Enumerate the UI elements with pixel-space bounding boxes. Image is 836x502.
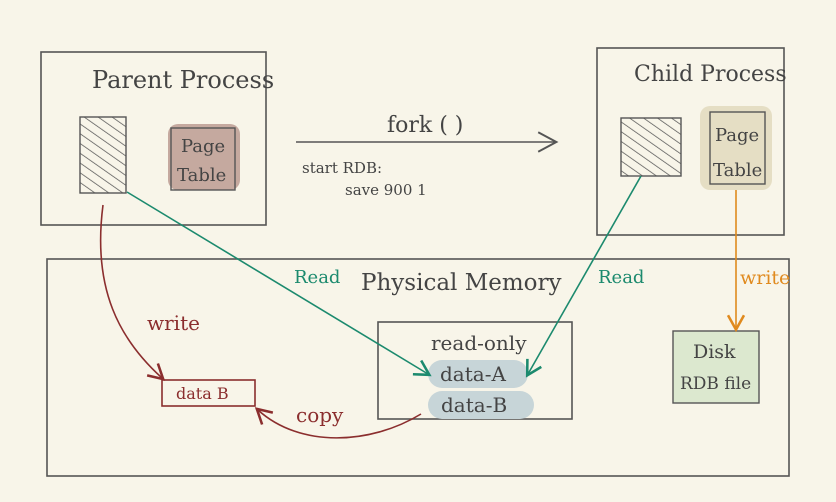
child-page-table-line2: Table — [713, 160, 762, 181]
parent-write-arrow — [99, 204, 166, 381]
physical-memory-title: Physical Memory — [361, 270, 562, 296]
data-a-pill — [428, 360, 528, 388]
fork-label: fork ( ) — [387, 113, 463, 138]
data-a-label: data-A — [440, 362, 506, 386]
copy-label: copy — [296, 403, 344, 427]
child-read-label: Read — [598, 267, 644, 288]
child-process-box: Child Process Page Table — [596, 47, 787, 236]
parent-process-title: Parent Process — [92, 66, 274, 94]
parent-page-table-line1: Page — [181, 136, 225, 157]
parent-read-label: Read — [294, 267, 340, 288]
fork-section: fork ( ) start RDB: save 900 1 — [296, 113, 559, 199]
disk-rdb-file: Disk RDB file — [672, 330, 760, 404]
parent-write-label: write — [147, 311, 200, 335]
fork-command-2: save 900 1 — [345, 181, 427, 199]
parent-read-arrow — [126, 191, 432, 377]
copy-arrow — [254, 407, 422, 439]
child-hatched-block — [620, 117, 682, 177]
parent-page-table: Page Table — [168, 124, 240, 191]
disk-label-line1: Disk — [693, 341, 736, 363]
parent-process-box: Parent Process Page Table — [40, 51, 274, 226]
parent-hatched-block — [79, 116, 127, 194]
child-process-title: Child Process — [634, 62, 787, 87]
data-b-label: data-B — [441, 393, 507, 417]
child-page-table-line1: Page — [715, 125, 759, 146]
data-b-copy-label: data B — [176, 384, 229, 403]
child-read-arrow — [525, 175, 642, 378]
parent-page-table-line2: Table — [177, 165, 226, 186]
readonly-region: read-only data-A data-B — [377, 321, 573, 420]
child-page-table: Page Table — [700, 106, 772, 190]
disk-label-line2: RDB file — [680, 374, 751, 394]
physical-memory-box: Physical Memory — [46, 258, 790, 477]
data-b-copy-box: data B — [161, 379, 256, 407]
data-b-pill — [428, 391, 534, 419]
child-write-label: write — [740, 267, 790, 289]
fork-command-1: start RDB: — [302, 159, 382, 177]
readonly-label: read-only — [431, 331, 527, 355]
